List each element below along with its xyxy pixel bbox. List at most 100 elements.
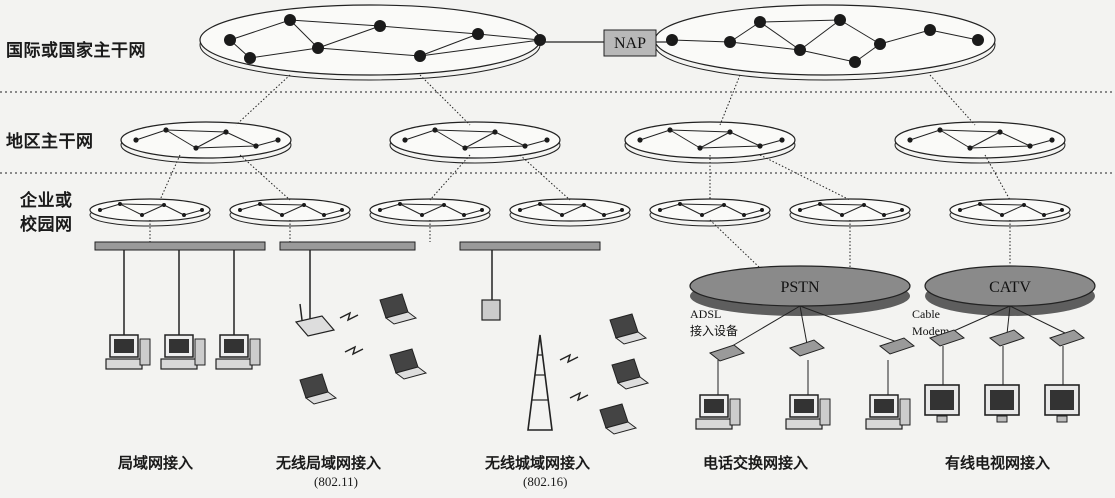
backbone-left-link — [289, 19, 319, 49]
wman-bus-line — [459, 241, 601, 251]
campus-net-node — [700, 213, 704, 217]
lan-bus-line — [94, 241, 266, 251]
regional-net-node — [937, 127, 943, 133]
backbone-right-link — [729, 41, 801, 51]
backbone-left-node — [534, 34, 546, 46]
wman-laptop-3-base — [604, 421, 638, 435]
regional-net-node — [163, 127, 169, 133]
campus-net-link — [539, 203, 585, 206]
dotted-link — [235, 74, 291, 126]
regional-net-node — [907, 137, 913, 143]
wlan-laptop-2-base — [394, 366, 428, 380]
tv-stand — [996, 415, 1008, 423]
backbone-left-link — [317, 47, 421, 57]
access-sub-wlan: (802.11) — [314, 474, 358, 489]
campus-net-node — [322, 213, 326, 217]
lan-computer-keyboard — [160, 358, 198, 370]
campus-net-node — [398, 202, 402, 206]
regional-net-node — [1027, 143, 1033, 149]
tv-screen — [1050, 390, 1074, 410]
regional-net-link — [165, 129, 197, 149]
campus-net-node — [722, 203, 726, 207]
campus-net-node — [602, 213, 606, 217]
wlan-antenna — [299, 303, 303, 321]
campus-net-node — [958, 208, 962, 212]
backbone-right-node — [666, 34, 678, 46]
dotted-link — [429, 154, 471, 201]
campus-net-node — [280, 213, 284, 217]
dotted-link — [929, 74, 976, 126]
dotted-link — [719, 74, 741, 126]
backbone-right-node — [849, 56, 861, 68]
cable-modem-icon — [928, 329, 966, 347]
regional-net-link — [494, 131, 526, 147]
backbone-right-node — [874, 38, 886, 50]
campus-net-link — [259, 203, 283, 216]
regional-net-node — [462, 145, 468, 151]
catv-line — [1006, 305, 1011, 335]
campus-net-node — [480, 208, 484, 212]
regional-net-node — [727, 129, 733, 135]
backbone-right-node — [794, 44, 806, 56]
pstn-line — [799, 305, 898, 343]
campus-net-link — [603, 209, 623, 216]
backbone-left-node — [312, 42, 324, 54]
pstn-computer-screen — [704, 399, 724, 413]
campus-net-node — [760, 208, 764, 212]
lan-computer-screen — [224, 339, 244, 353]
backbone-left-link — [229, 19, 291, 41]
campus-net-link — [443, 204, 465, 216]
campus-net-link — [979, 203, 1025, 206]
regional-net-node — [997, 129, 1003, 135]
regional-net-node — [275, 137, 281, 143]
backbone-right-node — [834, 14, 846, 26]
regional-ring — [389, 121, 561, 159]
campus-ring — [89, 198, 211, 222]
regional-net-node — [544, 137, 550, 143]
pstn-line — [799, 305, 808, 345]
backbone-left-link — [419, 39, 541, 57]
campus-net-node — [582, 203, 586, 207]
campus-net-node — [742, 213, 746, 217]
regional-net-link — [969, 131, 1001, 149]
campus-net-link — [519, 203, 541, 211]
lan-computer-keyboard — [215, 358, 253, 370]
campus-net-node — [118, 202, 122, 206]
campus-net-link — [723, 204, 745, 216]
tv-stand — [936, 415, 948, 423]
campus-net-link — [883, 209, 903, 216]
regional-ring — [120, 121, 292, 159]
pstn-computer-tower — [729, 398, 741, 426]
campus-net-link — [141, 204, 165, 216]
regional-net-node — [967, 145, 973, 151]
access-label-lan: 局域网接入 — [118, 454, 194, 472]
campus-net-node — [442, 203, 446, 207]
regional-net-node — [402, 137, 408, 143]
adsl-modem-icon — [788, 339, 826, 357]
campus-net-link — [1001, 204, 1025, 216]
backbone-right-link — [759, 21, 801, 51]
regional-net-node — [253, 143, 259, 149]
backbone-ring-left — [199, 4, 541, 76]
pstn-line — [726, 305, 801, 350]
campus-net-link — [119, 203, 143, 216]
campus-net-link — [1023, 204, 1045, 216]
regional-net-node — [133, 137, 139, 143]
regional-net-link — [729, 131, 761, 147]
campus-net-node — [658, 208, 662, 212]
campus-net-node — [862, 203, 866, 207]
campus-net-node — [162, 203, 166, 207]
level-label-campus-line2: 校园网 — [20, 215, 73, 235]
catv-line — [1009, 305, 1068, 335]
wireless-signal-icon — [569, 391, 589, 402]
campus-net-node — [462, 213, 466, 217]
pstn-computer-keyboard — [695, 418, 733, 430]
adsl-modem-icon — [708, 344, 746, 362]
campus-net-link — [1043, 209, 1063, 216]
regional-net-link — [759, 139, 783, 147]
campus-net-node — [518, 208, 522, 212]
dotted-link — [709, 219, 761, 269]
campus-net-node — [238, 208, 242, 212]
